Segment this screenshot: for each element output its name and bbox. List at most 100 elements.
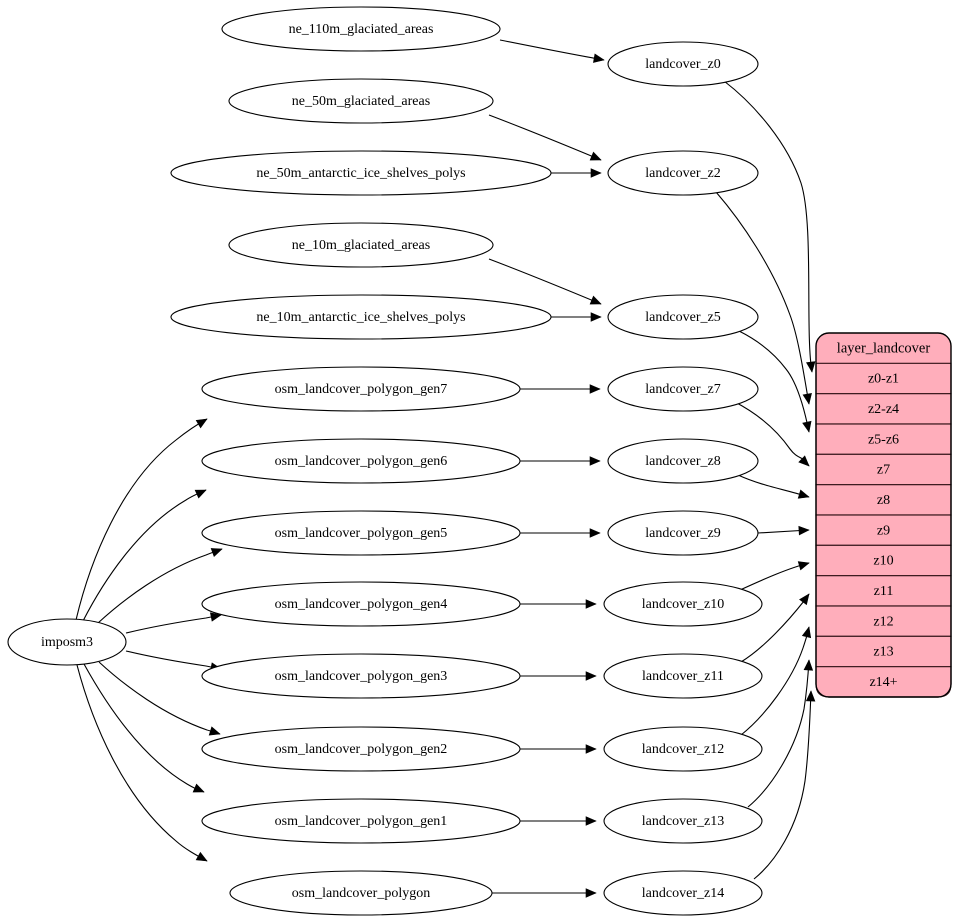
node-ellipse: [603, 870, 763, 916]
table-cell-label: z5-z6: [868, 432, 899, 447]
node-landcover_z0[interactable]: landcover_z0: [607, 41, 759, 87]
node-label: osm_landcover_polygon_gen5: [275, 526, 448, 541]
node-ellipse: [229, 870, 493, 916]
table-cell-bg: [815, 362, 952, 395]
node-landcover_z10[interactable]: landcover_z10: [603, 581, 763, 627]
edge: [75, 418, 208, 621]
table-cell-bg: [815, 453, 952, 486]
node-ne_50m_glaciated_areas[interactable]: ne_50m_glaciated_areas: [228, 78, 494, 124]
node-label: landcover_z9: [645, 526, 720, 541]
table-row-z12[interactable]: z12: [815, 605, 952, 637]
node-ellipse: [221, 6, 501, 52]
node-label: landcover_z14: [642, 886, 724, 901]
edge-line: [715, 191, 810, 405]
edge: [520, 384, 601, 394]
node-ne_50m_antarctic_ice_shelves_polys[interactable]: ne_50m_antarctic_ice_shelves_polys: [170, 150, 552, 196]
edge-arrowhead: [799, 593, 810, 606]
node-ne_10m_antarctic_ice_shelves_polys[interactable]: ne_10m_antarctic_ice_shelves_polys: [170, 294, 552, 340]
edge-arrowhead: [589, 151, 602, 161]
table-row-z7[interactable]: z7: [815, 453, 952, 486]
table-row-z5-z6[interactable]: z5-z6: [815, 423, 952, 455]
edge-arrowhead: [798, 455, 810, 467]
edge: [98, 661, 221, 736]
table-row-z11[interactable]: z11: [815, 575, 952, 607]
table-row-z14-[interactable]: z14+: [815, 666, 952, 698]
edge-line: [747, 659, 810, 808]
node-landcover_z8[interactable]: landcover_z8: [607, 438, 759, 484]
node-landcover_z11[interactable]: landcover_z11: [603, 653, 763, 699]
node-label: landcover_z2: [645, 166, 720, 181]
edge-arrowhead: [803, 659, 814, 671]
node-landcover_z9[interactable]: landcover_z9: [607, 510, 759, 556]
node-landcover_z7[interactable]: landcover_z7: [607, 366, 759, 412]
table-row-z2-z4[interactable]: z2-z4: [815, 393, 952, 425]
table-cell-label: z2-z4: [868, 402, 899, 417]
table-row-z13[interactable]: z13: [815, 635, 952, 668]
edge-arrowhead: [802, 393, 812, 405]
edge-arrowhead: [590, 312, 602, 322]
edge: [520, 744, 597, 754]
node-osm_landcover_polygon_gen7[interactable]: osm_landcover_polygon_gen7: [201, 366, 521, 412]
edge: [488, 114, 602, 161]
edge: [723, 80, 816, 373]
edge-arrowhead: [805, 690, 816, 702]
node-landcover_z14[interactable]: landcover_z14: [603, 870, 763, 916]
node-ellipse: [201, 726, 521, 772]
node-osm_landcover_polygon_gen1[interactable]: osm_landcover_polygon_gen1: [201, 798, 521, 844]
edge-arrowhead: [593, 53, 605, 63]
node-label: landcover_z0: [645, 57, 720, 72]
node-ellipse: [603, 798, 763, 844]
node-ellipse: [201, 510, 521, 556]
edge: [737, 474, 810, 499]
node-osm_landcover_polygon_gen3[interactable]: osm_landcover_polygon_gen3: [201, 653, 521, 699]
edge: [125, 650, 222, 672]
node-osm_landcover_polygon_gen2[interactable]: osm_landcover_polygon_gen2: [201, 726, 521, 772]
edge: [125, 612, 222, 634]
edge-arrowhead: [208, 726, 221, 736]
node-landcover_z2[interactable]: landcover_z2: [607, 150, 759, 196]
edge-arrowhead: [797, 489, 810, 499]
node-imposm3[interactable]: imposm3: [7, 618, 127, 666]
node-ne_10m_glaciated_areas[interactable]: ne_10m_glaciated_areas: [228, 222, 494, 268]
edge: [82, 489, 207, 622]
edge: [739, 561, 810, 591]
edge: [715, 191, 812, 405]
node-osm_landcover_polygon_gen6[interactable]: osm_landcover_polygon_gen6: [201, 438, 521, 484]
edge-arrowhead: [585, 816, 597, 826]
node-osm_landcover_polygon[interactable]: osm_landcover_polygon: [229, 870, 493, 916]
edge: [520, 671, 597, 681]
table-row-z9[interactable]: z9: [815, 514, 952, 546]
edge-line: [739, 562, 810, 591]
node-label: ne_50m_antarctic_ice_shelves_polys: [256, 166, 465, 181]
table-row-z10[interactable]: z10: [815, 544, 952, 577]
table-cell-label: z10: [873, 554, 893, 569]
table-row-z8[interactable]: z8: [815, 484, 952, 516]
node-ellipse: [607, 41, 759, 87]
node-landcover_z5[interactable]: landcover_z5: [607, 294, 759, 340]
edge: [499, 39, 605, 63]
table-outline: [815, 332, 952, 698]
node-ellipse: [201, 438, 521, 484]
table-row-z0-z1[interactable]: z0-z1: [815, 362, 952, 395]
table-cell-bg: [815, 635, 952, 668]
table-cell-label: z0-z1: [868, 372, 899, 387]
node-landcover_z12[interactable]: landcover_z12: [603, 726, 763, 772]
table-cell-bg: [815, 575, 952, 607]
node-osm_landcover_polygon_gen4[interactable]: osm_landcover_polygon_gen4: [201, 581, 521, 627]
edge: [747, 659, 814, 808]
node-ellipse: [7, 618, 127, 666]
node-ne_110m_glaciated_areas[interactable]: ne_110m_glaciated_areas: [221, 6, 501, 52]
node-label: osm_landcover_polygon_gen7: [275, 382, 448, 397]
node-label: osm_landcover_polygon_gen2: [275, 742, 448, 757]
edge: [520, 816, 597, 826]
node-landcover_z13[interactable]: landcover_z13: [603, 798, 763, 844]
edges-layer: [75, 39, 816, 898]
edge: [734, 401, 810, 467]
edge-arrowhead: [210, 548, 223, 558]
node-label: ne_110m_glaciated_areas: [289, 22, 434, 37]
node-ellipse: [607, 510, 759, 556]
node-label: landcover_z11: [642, 669, 724, 684]
edge-arrowhead: [806, 361, 816, 373]
edge: [757, 525, 810, 536]
node-osm_landcover_polygon_gen5[interactable]: osm_landcover_polygon_gen5: [201, 510, 521, 556]
